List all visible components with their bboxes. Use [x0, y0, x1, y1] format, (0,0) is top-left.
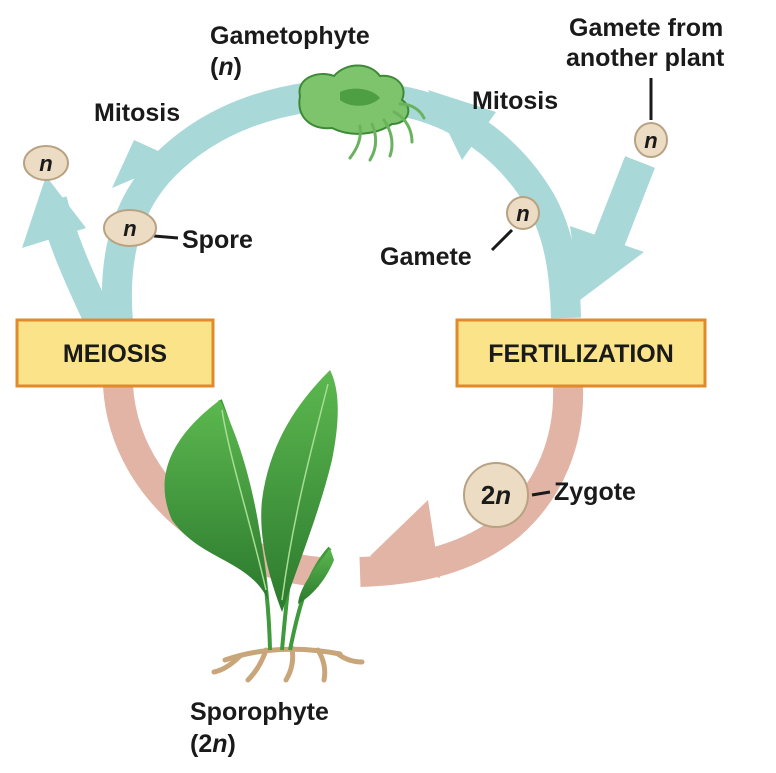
spore-label: Spore	[182, 226, 253, 254]
gamete-other-plant-label-line2: another plant	[566, 44, 725, 72]
zygote-to-sporophyte-arrowhead	[370, 500, 440, 578]
svg-text:n: n	[644, 128, 657, 153]
mitosis-right-label: Mitosis	[472, 87, 558, 115]
mitosis-arc-left	[101, 82, 313, 324]
cell-zygote: 2n	[463, 462, 529, 528]
gamete-entry-arrow	[593, 156, 655, 250]
spore-release-arrowhead	[22, 176, 86, 248]
zygote-label: Zygote	[554, 478, 636, 506]
svg-text:n: n	[123, 216, 136, 241]
mitosis-left-label: Mitosis	[94, 99, 180, 127]
fertilization-label: FERTILIZATION	[488, 340, 674, 368]
leader-lines	[153, 78, 653, 497]
svg-text:2n: 2n	[481, 480, 511, 510]
svg-text:n: n	[516, 201, 529, 226]
haploid-cycle-arrows	[22, 82, 655, 329]
gametophyte-illustration	[298, 64, 426, 162]
meiosis-box: MEIOSIS	[15, 318, 215, 388]
sporophyte-fern-illustration	[164, 370, 365, 683]
gamete-other-plant-label-line1: Gamete from	[569, 14, 723, 42]
gamete-entry-arrowhead	[570, 226, 644, 300]
sporophyte-label: Sporophyte	[190, 698, 329, 726]
gametophyte-label: Gametophyte	[210, 22, 370, 50]
cell-spore: n	[103, 209, 157, 247]
cell-gamete-other-plant: n	[634, 122, 668, 158]
svg-text:n: n	[39, 151, 52, 176]
fertilization-box: FERTILIZATION	[455, 318, 707, 388]
gamete-label: Gamete	[380, 243, 472, 271]
mitosis-arrowhead-right	[428, 90, 496, 160]
zygote-symbol: n	[495, 480, 511, 510]
cell-gamete: n	[506, 196, 540, 230]
meiosis-label: MEIOSIS	[63, 340, 167, 368]
mitosis-arrowhead-left	[112, 140, 178, 188]
cell-spore-released: n	[23, 145, 69, 181]
gametophyte-ploidy-label: (n)	[210, 53, 242, 81]
zygote-prefix: 2	[481, 480, 495, 510]
sporophyte-ploidy-label: (2n)	[190, 730, 236, 758]
